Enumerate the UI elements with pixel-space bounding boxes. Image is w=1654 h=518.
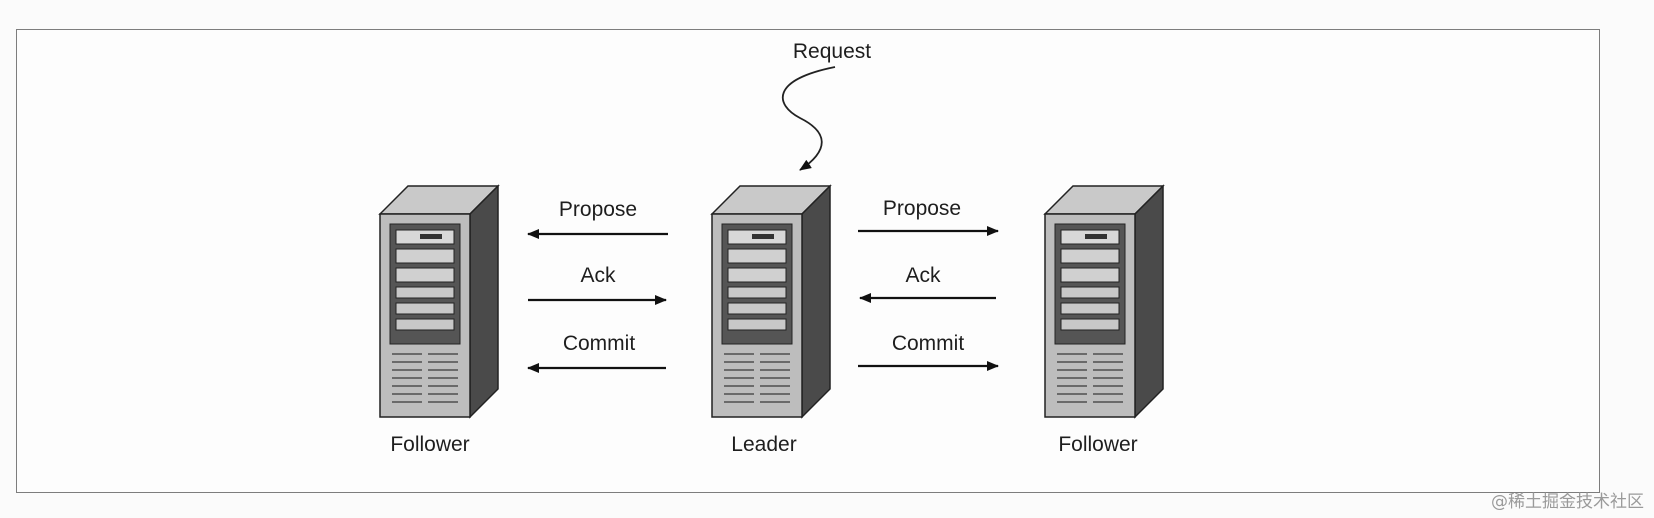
request-arrow <box>782 66 836 171</box>
right-propose-label: Propose <box>882 197 962 220</box>
left-ack-label: Ack <box>580 264 616 287</box>
leader-label: Leader <box>731 433 797 456</box>
left-follower-server-icon <box>379 185 499 418</box>
right-follower-label: Follower <box>1058 433 1138 456</box>
left-commit-label: Commit <box>562 332 636 355</box>
left-propose-label: Propose <box>558 198 638 221</box>
right-ack-label: Ack <box>905 264 941 287</box>
left-follower-label: Follower <box>390 433 470 456</box>
request-label: Request <box>792 40 872 63</box>
right-follower-server-icon <box>1044 185 1164 418</box>
leader-server-icon <box>711 185 831 418</box>
watermark: @稀土掘金技术社区 <box>1491 492 1644 512</box>
right-commit-label: Commit <box>891 332 965 355</box>
